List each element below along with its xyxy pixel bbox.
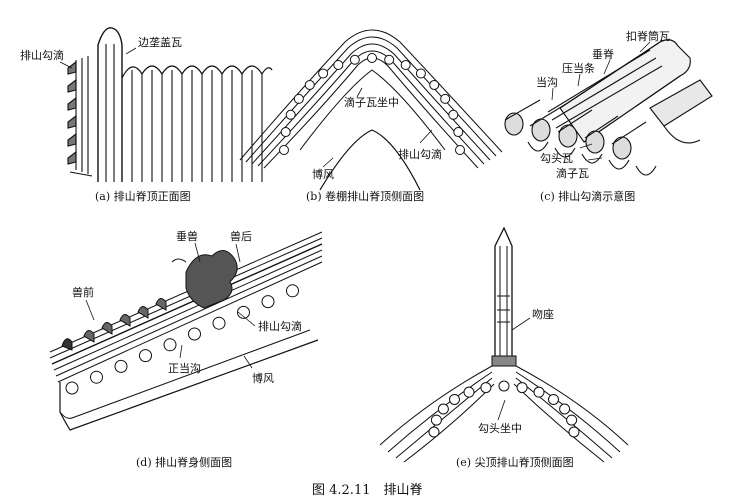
drip-bead	[65, 381, 79, 395]
panel-c-drawing	[504, 39, 713, 176]
label-d-1: 兽后	[230, 229, 252, 243]
drip-bead	[533, 386, 545, 398]
drip-bead	[188, 327, 201, 341]
caption-a: (a) 排山脊顶正面图	[95, 189, 191, 203]
drip-bead	[293, 93, 304, 104]
caption-b: (b) 卷棚排山脊顶侧面图	[306, 189, 424, 203]
panel-e-drip-beads	[428, 380, 580, 438]
drip-bead	[114, 359, 128, 373]
label-d-5: 博风	[252, 372, 274, 385]
label-a-1: 边垄盖瓦	[138, 35, 182, 49]
drip-bead	[318, 68, 329, 79]
label-c-4: 勾头瓦	[540, 152, 573, 165]
drip-bead	[384, 54, 395, 65]
drip-bead	[566, 414, 578, 426]
drip-bead	[304, 79, 315, 90]
drip-bead	[463, 386, 475, 398]
label-d-0: 垂兽	[176, 229, 198, 243]
label-c-1: 垂脊	[592, 47, 614, 61]
drip-bead	[90, 370, 103, 384]
label-c-5: 滴子瓦	[556, 166, 589, 180]
caption-e: (e) 尖顶排山脊顶侧面图	[456, 455, 574, 469]
drip-bead	[400, 60, 411, 71]
drip-bead	[430, 414, 442, 426]
label-b-0: 滴子瓦坐中	[344, 95, 399, 109]
label-d-2: 兽前	[72, 285, 94, 299]
drip-bead	[139, 349, 152, 363]
drip-bead	[449, 393, 461, 405]
drip-bead	[516, 382, 528, 394]
drip-bead	[453, 127, 464, 138]
drip-bead	[498, 380, 510, 392]
drip-bead	[480, 382, 492, 394]
drip-bead	[163, 338, 177, 352]
label-c-3: 当沟	[536, 75, 558, 89]
label-c-0: 扣脊筒瓦	[626, 29, 670, 43]
drip-bead	[285, 109, 296, 120]
drip-bead	[212, 316, 226, 330]
drip-bead	[286, 284, 299, 298]
panel-d-drawing	[49, 231, 323, 431]
label-b-2: 排山勾滴	[398, 147, 442, 161]
drip-bead	[429, 79, 440, 90]
drip-bead	[437, 403, 449, 415]
drip-bead	[349, 54, 360, 65]
label-e-1: 勾头坐中	[478, 422, 522, 435]
drip-bead	[279, 145, 289, 155]
drip-bead	[367, 53, 377, 63]
drip-bead	[261, 295, 275, 309]
panel-d-drip-beads	[65, 284, 299, 395]
panel-a-drawing	[59, 27, 273, 182]
drip-bead	[333, 60, 344, 71]
label-d-4: 正当沟	[168, 361, 201, 375]
drip-bead	[428, 426, 440, 438]
panel-a-drip-tiles	[67, 56, 93, 177]
drip-bead	[455, 145, 465, 155]
label-e-0: 吻座	[532, 307, 554, 321]
drip-bead	[415, 68, 426, 79]
label-c-2: 压当条	[562, 61, 595, 75]
label-d-3: 排山勾滴	[258, 319, 302, 333]
drip-bead	[547, 393, 559, 405]
label-b-1: 博风	[312, 168, 334, 181]
caption-c: (c) 排山勾滴示意图	[540, 189, 635, 203]
drip-bead	[448, 109, 459, 120]
caption-d: (d) 排山脊身侧面图	[136, 455, 232, 469]
drip-bead	[559, 403, 571, 415]
drip-bead	[568, 426, 580, 438]
drip-bead	[280, 127, 291, 138]
panel-b-drip-beads	[279, 53, 465, 155]
label-a-0: 排山勾滴	[20, 48, 64, 62]
drip-bead	[440, 93, 451, 104]
figure-title: 图 4.2.11 排山脊	[312, 483, 422, 498]
drip-bead	[237, 305, 250, 319]
